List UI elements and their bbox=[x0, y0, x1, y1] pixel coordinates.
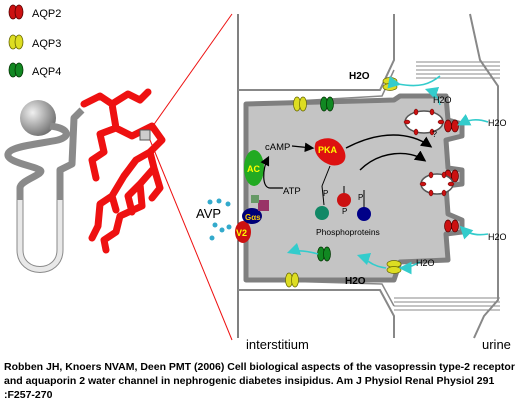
pka-label: PKA bbox=[318, 145, 338, 155]
aqp4-channel bbox=[320, 96, 334, 112]
h2o-label: H2O bbox=[433, 95, 452, 105]
adenylate-cyclase bbox=[244, 150, 264, 186]
legend: AQP2 AQP3 AQP4 bbox=[8, 4, 61, 78]
legend-label-aqp2: AQP2 bbox=[32, 8, 61, 20]
avp-molecules bbox=[207, 198, 232, 241]
atp-to-camp-arrow bbox=[260, 155, 283, 189]
ac-label: AC bbox=[247, 164, 260, 174]
loop-of-henle bbox=[17, 200, 63, 272]
legend-item-aqp3: AQP3 bbox=[8, 34, 61, 50]
pka-to-vesicle-arrow bbox=[345, 134, 433, 149]
phosphoprotein-green bbox=[315, 206, 329, 220]
tight-junction-bottom bbox=[394, 297, 500, 311]
aqp3-channel bbox=[285, 272, 299, 288]
phosphoprotein-red bbox=[337, 193, 351, 207]
phosphoproteins: P P P Phosphoproteins bbox=[315, 185, 380, 237]
phosphoprotein-blue bbox=[357, 207, 371, 221]
aqp3-channel bbox=[293, 96, 307, 112]
legend-item-aqp2: AQP2 bbox=[8, 4, 61, 20]
collecting-duct bbox=[80, 88, 166, 254]
gas-protein bbox=[242, 208, 262, 224]
pka-enzyme bbox=[314, 138, 346, 166]
zoom-line-top bbox=[149, 13, 233, 131]
v2-label: V2 bbox=[236, 228, 247, 238]
legend-item-aqp4: AQP4 bbox=[8, 62, 61, 78]
zoom-box bbox=[139, 129, 151, 141]
v2-receptor bbox=[235, 221, 251, 243]
aqp2-channel-apical bbox=[444, 219, 459, 233]
legend-label-aqp3: AQP3 bbox=[32, 38, 61, 50]
atp-label: ATP bbox=[283, 186, 301, 197]
aqp3-icon bbox=[8, 34, 24, 50]
h2o-label: H2O bbox=[488, 232, 507, 242]
h2o-label: H2O bbox=[345, 276, 366, 287]
aqp3-channel bbox=[386, 260, 402, 274]
aqp2-channel-apical bbox=[444, 119, 459, 133]
beta-gamma-subunit bbox=[258, 200, 269, 211]
aqp2-vesicle bbox=[403, 108, 445, 136]
nephron-illustration bbox=[4, 13, 233, 341]
urine-label: urine bbox=[482, 337, 511, 352]
principal-cell bbox=[243, 93, 465, 283]
gamma-subunit bbox=[251, 195, 259, 203]
phospho-to-vesicle-arrow bbox=[359, 150, 427, 171]
camp-to-pka-arrow bbox=[291, 142, 315, 153]
zoom-line-bottom bbox=[149, 139, 233, 341]
aqp4-icon bbox=[8, 62, 24, 78]
h2o-label: H2O bbox=[349, 71, 370, 82]
phospho-p-label: P bbox=[342, 207, 347, 216]
gas-label: Gαs bbox=[245, 213, 261, 222]
interstitium-label: interstitium bbox=[246, 337, 309, 352]
question-mark: ? bbox=[432, 129, 437, 139]
figure-caption: Robben JH, Knoers NVAM, Deen PMT (2006) … bbox=[4, 361, 515, 401]
camp-label: cAMP bbox=[265, 142, 290, 153]
legend-label-aqp4: AQP4 bbox=[32, 66, 61, 78]
glomerulus-icon bbox=[20, 100, 56, 136]
pka-to-phospho bbox=[321, 165, 331, 187]
phosphoproteins-label: Phosphoproteins bbox=[316, 227, 380, 237]
receptor-complex: V2 Gαs AC bbox=[235, 150, 269, 243]
avp-label: AVP bbox=[196, 206, 221, 221]
water-arrows bbox=[286, 75, 489, 275]
aqp2-icon bbox=[8, 4, 24, 20]
phospho-p-label: P bbox=[323, 189, 328, 198]
h2o-label: H2O bbox=[488, 118, 507, 128]
h2o-label: H2O bbox=[416, 258, 435, 268]
aqp2-vesicle bbox=[419, 171, 455, 197]
phospho-p-label: P bbox=[358, 193, 363, 202]
aqp3-channel bbox=[382, 77, 398, 91]
